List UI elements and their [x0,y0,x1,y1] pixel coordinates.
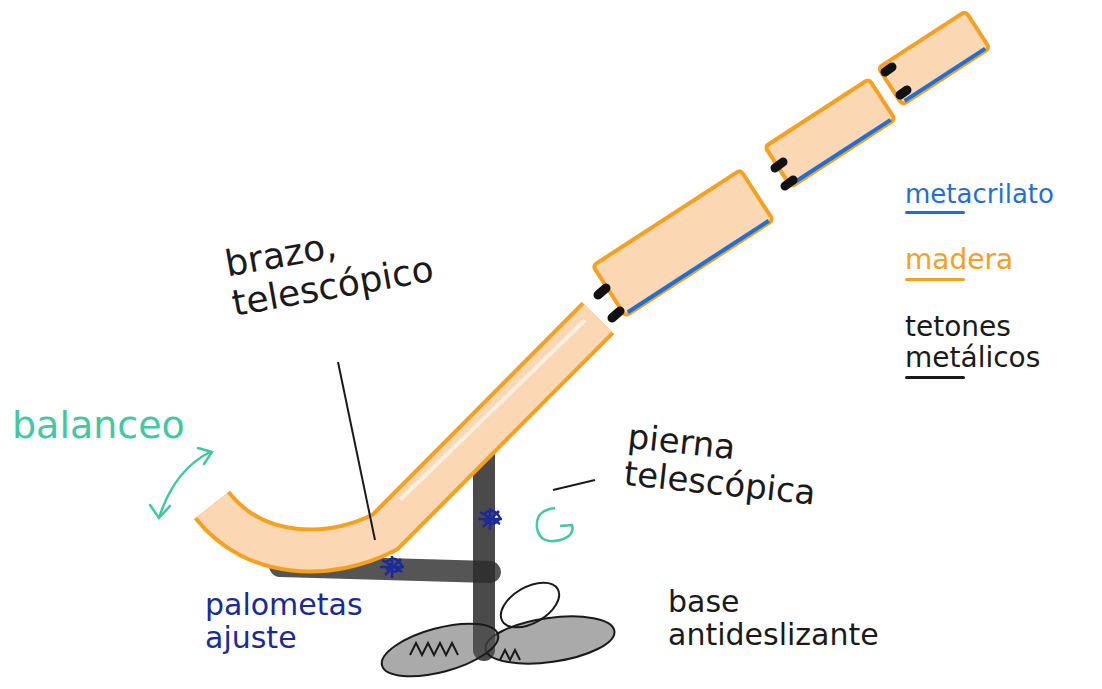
adjust-knob [380,508,502,578]
swing-arrow [150,448,212,518]
legend-swatch [905,278,965,281]
rotation-symbol [537,508,573,541]
legend-swatch [905,211,965,214]
part-label: base antideslizante [668,585,958,651]
legend-text: madera [905,243,1013,276]
legend-entry: metacrilato [905,180,1095,214]
part-label: palometas ajuste [205,588,395,654]
curved-arm [212,318,598,550]
legend-swatch [905,376,965,379]
legend-text: tetones metálicos [905,310,1040,374]
part-label: brazo, telescópico [222,203,472,323]
metal-pins [598,67,907,318]
arm-segment [765,79,895,187]
leader-line [338,362,595,540]
arm-segment [593,170,773,316]
legend-entry: madera [905,245,1095,281]
base-feet [376,573,617,686]
legend-entry: tetones metálicos [905,312,1095,379]
part-label: pierna telescópica [622,418,878,519]
motion-label: balanceo [12,405,212,447]
legend-text: metacrilato [905,179,1054,209]
arm-segment [878,11,989,105]
